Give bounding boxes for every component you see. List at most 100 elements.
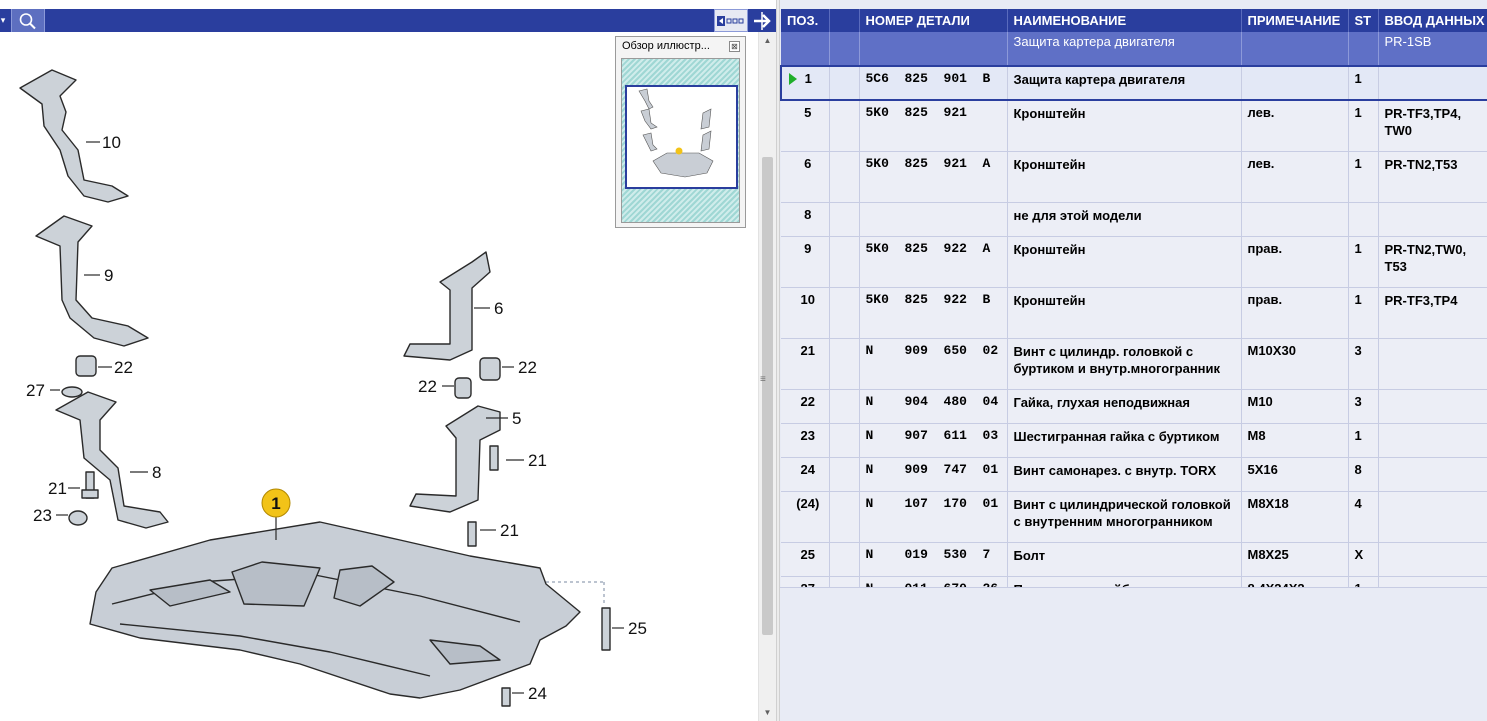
row-part-number: N 909 650 02 <box>859 338 1008 390</box>
callout-27: 27 <box>26 381 45 400</box>
illustration-vertical-scrollbar[interactable]: ▲ ▼ <box>758 32 776 721</box>
row-note: лев. <box>1241 151 1349 203</box>
row-marker <box>829 423 860 458</box>
table-row[interactable]: (24) N 107 170 01 Винт с цилиндрической го… <box>781 491 1487 543</box>
toolbar-dropdown-icon[interactable]: ▾ <box>0 15 6 25</box>
row-part-number: N 909 747 01 <box>859 457 1008 492</box>
row-st: 8 <box>1348 457 1379 492</box>
row-data-input: PR-TN2,TW0, T53 <box>1378 236 1487 288</box>
row-name: Кронштейн <box>1007 287 1242 339</box>
row-name-text: Винт с цилиндрической головкой с внутрен… <box>1013 496 1231 529</box>
header-st[interactable]: ST <box>1348 9 1379 32</box>
row-name: Кронштейн <box>1007 100 1242 152</box>
header-data-input[interactable]: ВВОД ДАННЫХ <box>1378 9 1487 32</box>
callout-8: 8 <box>152 463 161 482</box>
scroll-up-icon[interactable]: ▲ <box>763 36 772 45</box>
bracket-6-shape <box>403 251 491 361</box>
exploded-parts-drawing[interactable]: 10 9 22 27 8 21 23 6 22 22 5 21 21 25 24… <box>0 32 758 721</box>
nut-23-shape <box>68 510 88 526</box>
row-note: M8 <box>1241 423 1349 458</box>
row-note-text: прав. <box>1247 240 1283 256</box>
splitter-grip-icon[interactable]: ≡ <box>760 374 766 385</box>
row-marker <box>829 287 860 339</box>
row-part-number-text: N 909 650 02 <box>865 342 999 358</box>
overview-thumbnail[interactable] <box>621 58 740 223</box>
row-part-number: 5K0 825 921 <box>859 100 1008 152</box>
row-name-text: Кронштейн <box>1013 292 1086 308</box>
header-part-number[interactable]: НОМЕР ДЕТАЛИ <box>859 9 1008 32</box>
close-icon[interactable]: ⊠ <box>729 41 740 52</box>
row-note-text: M10 <box>1247 393 1273 409</box>
row-pos: 8 <box>781 202 830 237</box>
row-name: Кронштейн <box>1007 151 1242 203</box>
row-pos-text: 5 <box>804 105 812 120</box>
callout-21b: 21 <box>528 451 547 470</box>
overview-viewport-frame[interactable] <box>625 85 738 189</box>
row-note-text: 5X16 <box>1247 461 1278 477</box>
callout-21a: 21 <box>48 479 67 498</box>
callout-6: 6 <box>494 299 503 318</box>
row-part-number-text: 5C6 825 901 B <box>865 71 991 86</box>
row-pos: 10 <box>781 287 830 339</box>
header-name[interactable]: НАИМЕНОВАНИЕ <box>1007 9 1242 32</box>
zoom-button[interactable] <box>11 9 45 32</box>
callout-1-highlight[interactable]: 1 <box>261 488 291 518</box>
row-st: X <box>1348 542 1379 577</box>
washer-27-shape <box>61 386 83 398</box>
row-data-input <box>1378 423 1487 458</box>
split-view-button[interactable] <box>751 9 773 32</box>
selection-arrow-icon <box>789 73 797 85</box>
row-data-input-text: PR-TN2,TW0, T53 <box>1384 241 1467 274</box>
arrow-right-icon <box>754 11 771 30</box>
thumbnails-button[interactable] <box>714 9 748 32</box>
pane-splitter[interactable] <box>776 0 780 721</box>
row-part-number-text: N 107 170 01 <box>865 495 999 511</box>
overview-window[interactable]: Обзор иллюстр... ⊠ <box>615 36 746 228</box>
illustration-toolbar: ▾ <box>0 9 776 32</box>
row-name-text: Кронштейн <box>1013 241 1086 257</box>
row-name: Болт <box>1007 542 1242 577</box>
row-name-text: Болт <box>1013 547 1046 563</box>
row-part-number-text: 5K0 825 922 A <box>865 240 991 256</box>
row-st: 1 <box>1348 423 1379 458</box>
bolt-21-mid-shape <box>489 445 499 471</box>
row-part-number: 5K0 825 922 B <box>859 287 1008 339</box>
row-note-text: лев. <box>1247 105 1275 120</box>
row-part-number-text: N 019 530 7 <box>865 546 991 562</box>
header-blank <box>829 9 860 32</box>
callout-23: 23 <box>33 506 52 525</box>
scroll-down-icon[interactable]: ▼ <box>763 708 772 717</box>
callout-22a: 22 <box>114 358 133 377</box>
row-name: Винт самонарез. с внутр. TORX <box>1007 457 1242 492</box>
subheader-name: Защита картера двигателя <box>1007 32 1242 66</box>
subheader-input: PR-1SB <box>1378 32 1487 66</box>
row-note: M8X25 <box>1241 542 1349 577</box>
bracket-9-shape <box>35 215 149 347</box>
row-note: 5X16 <box>1241 457 1349 492</box>
row-pos: 5 <box>781 100 830 152</box>
row-st-text: 3 <box>1354 393 1362 409</box>
header-pos[interactable]: ПОЗ. <box>781 9 830 32</box>
row-st-text: 3 <box>1354 342 1362 358</box>
table-header-row: ПОЗ. НОМЕР ДЕТАЛИ НАИМЕНОВАНИЕ ПРИМЕЧАНИ… <box>781 9 1487 32</box>
overview-title: Обзор иллюстр... <box>622 40 710 52</box>
row-pos: (24) <box>781 491 830 543</box>
callout-1: 1 <box>271 494 280 513</box>
scroll-thumb[interactable] <box>762 157 773 635</box>
row-st-text: 1 <box>1354 427 1362 443</box>
bolt-21-left-head-shape <box>81 489 99 499</box>
row-st-text: 1 <box>1354 71 1362 86</box>
header-note[interactable]: ПРИМЕЧАНИЕ <box>1241 9 1349 32</box>
